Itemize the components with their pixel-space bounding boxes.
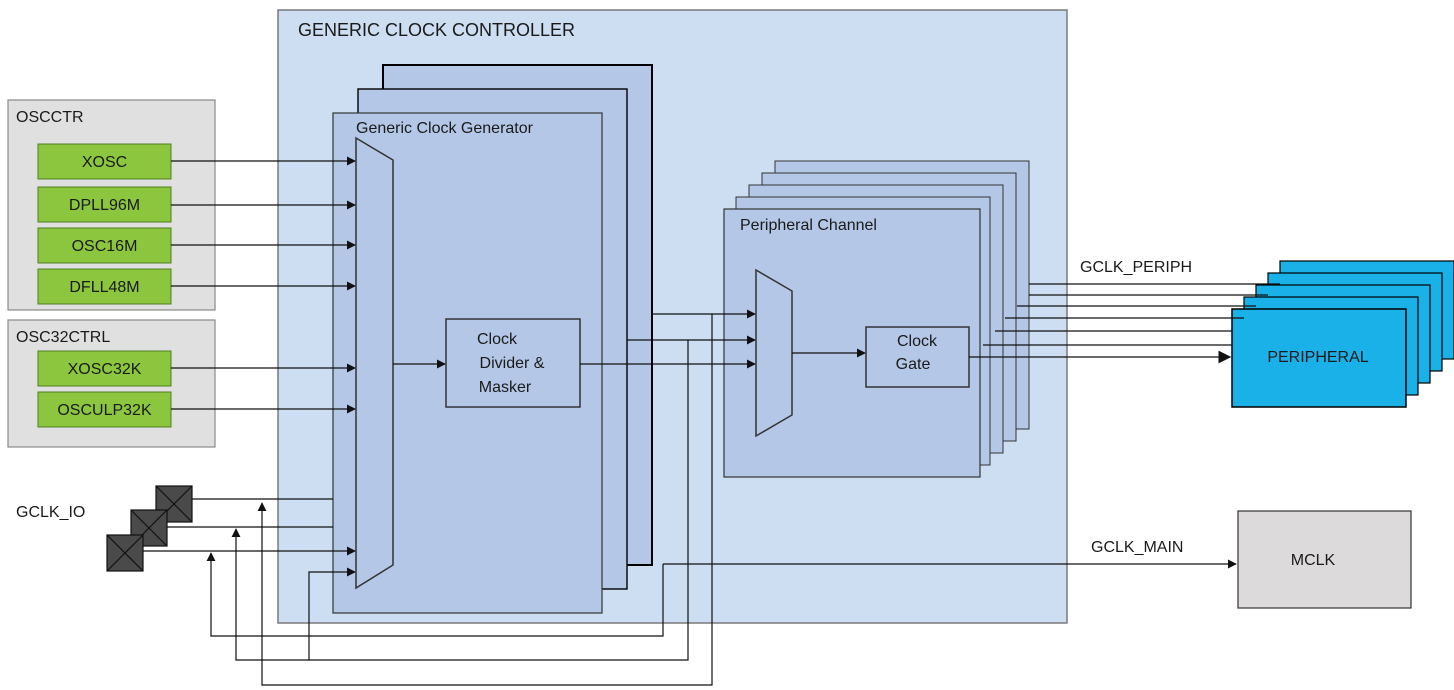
divider-line-2: Divider & (480, 355, 545, 372)
gate-line-1: Clock (897, 333, 938, 350)
channel-multiplexer (755, 268, 793, 438)
io-pad-3 (106, 534, 144, 572)
channel-title: Peripheral Channel (740, 217, 877, 234)
source-xosc32k (37, 350, 172, 387)
oscctr-title: OSCCTR (16, 109, 84, 126)
peripheral-label: PERIPHERAL (1267, 349, 1368, 366)
peripheral-box (1231, 308, 1407, 408)
clock-divider-masker (445, 318, 581, 408)
input-multiplexer (355, 136, 394, 590)
oscctr-sources: XOSC DPLL96M OSC16M DFLL48M (37, 143, 172, 305)
osc32ctrl-title: OSC32CTRL (16, 329, 110, 346)
generator-title: Generic Clock Generator (356, 120, 534, 137)
gclk-periph-label: GCLK_PERIPH (1080, 259, 1192, 276)
source-osculp32k (37, 391, 172, 428)
gate-line-2: Gate (896, 356, 931, 373)
controller-title: GENERIC CLOCK CONTROLLER (298, 20, 575, 40)
divider-line-3: Masker (479, 379, 532, 396)
source-osc16m-label: OSC16M (72, 238, 138, 255)
source-dfll48m (37, 268, 172, 305)
gclk-io-pads (106, 485, 193, 572)
source-dfll48m-label: DFLL48M (69, 279, 139, 296)
source-xosc-label: XOSC (82, 154, 127, 171)
source-osculp32k-label: OSCULP32K (57, 402, 152, 419)
source-xosc32k-label: XOSC32K (68, 361, 142, 378)
source-osc16m (37, 227, 172, 264)
mclk-box (1237, 510, 1412, 609)
divider-line-1: Clock (477, 331, 518, 348)
gclk-io-label: GCLK_IO (16, 504, 85, 521)
gclk-main-label: GCLK_MAIN (1091, 539, 1183, 556)
connections (143, 156, 1280, 686)
source-dpll96m-label: DPLL96M (69, 197, 140, 214)
osc32ctrl-sources: XOSC32K OSCULP32K (37, 350, 172, 428)
source-xosc (37, 143, 172, 180)
mclk-label: MCLK (1291, 552, 1336, 569)
